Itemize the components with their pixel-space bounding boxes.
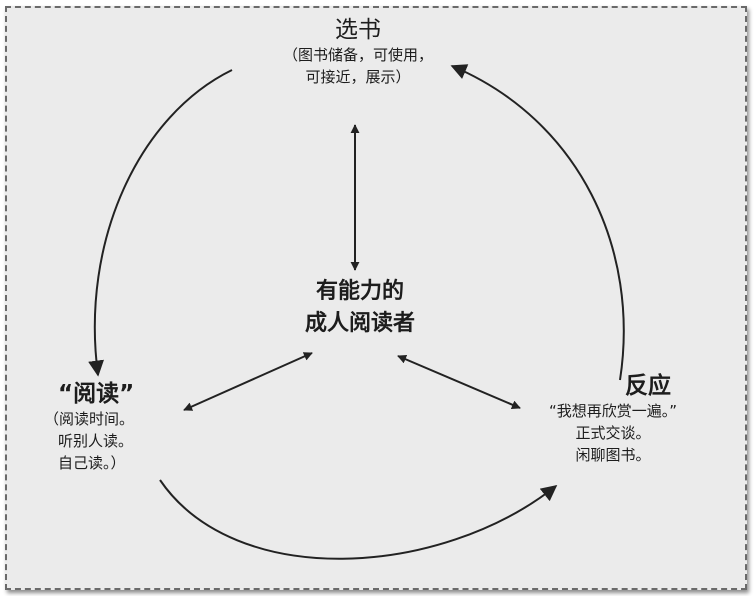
node-response: 反应 “我想再欣赏一遍。” 正式交谈。 闲聊图书。 bbox=[494, 372, 732, 466]
node-line: 闲聊图书。 bbox=[575, 446, 651, 464]
cycle-arrow-read-to-response bbox=[159, 479, 558, 560]
node-line: 正式交谈。 bbox=[575, 424, 651, 442]
node-line: 有能力的 bbox=[315, 279, 404, 304]
node-line: 可接近，展示） bbox=[305, 68, 411, 86]
link-arrow-center-response bbox=[397, 355, 521, 409]
cycle-arrow-select-to-read bbox=[88, 69, 233, 377]
node-title: 反应 bbox=[625, 373, 671, 399]
node-title: 选书 bbox=[335, 17, 381, 43]
node-select-books: 选书 （图书储备，可使用， 可接近，展示） bbox=[227, 16, 489, 88]
node-title: “阅读” bbox=[58, 381, 135, 407]
node-line: 听别人读。 bbox=[58, 432, 134, 450]
node-line: “我想再欣赏一遍。” bbox=[548, 402, 678, 420]
node-capable-adult-reader: 有能力的 成人阅读者 bbox=[262, 276, 458, 340]
link-arrow-center-read bbox=[183, 352, 313, 411]
cycle-arrow-response-to-select bbox=[450, 64, 625, 381]
diagram-frame bbox=[5, 6, 747, 590]
node-line: （图书储备，可使用， bbox=[282, 46, 433, 64]
node-line: 成人阅读者 bbox=[304, 311, 415, 336]
node-reading: “阅读” （阅读时间。 听别人读。 自己读。） bbox=[44, 380, 194, 474]
node-line: 自己读。） bbox=[58, 454, 126, 472]
node-line: （阅读时间。 bbox=[44, 410, 135, 428]
